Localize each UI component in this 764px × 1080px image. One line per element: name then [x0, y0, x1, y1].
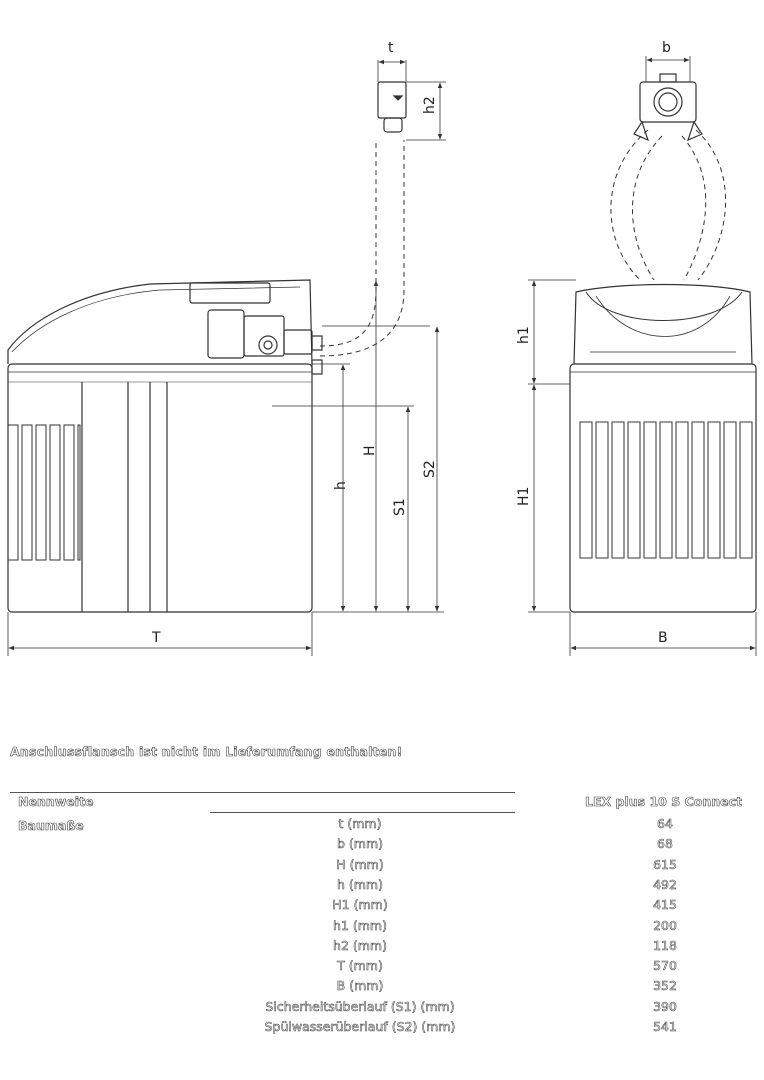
row-value: 541	[653, 1019, 677, 1035]
row-label: b (mm)	[336, 836, 384, 852]
row-value: 390	[653, 998, 677, 1014]
front-cabinet	[569, 363, 757, 613]
row-value: 352	[653, 978, 677, 994]
dim-label-B: B	[658, 630, 668, 646]
table-row: h (mm) 492	[0, 877, 764, 897]
row-label: H (mm)	[336, 856, 384, 872]
row-value: 615	[653, 856, 677, 872]
front-view	[569, 73, 757, 613]
dim-label-h: h	[333, 481, 349, 490]
side-flange	[377, 81, 407, 119]
row-label: h1 (mm)	[333, 917, 388, 933]
table-row: B (mm) 352	[0, 978, 764, 998]
table-row: Sicherheitsüberlauf (S1) (mm) 390	[0, 998, 764, 1019]
side-lid	[7, 279, 313, 365]
table-row: t (mm) 64	[0, 816, 764, 836]
dim-label-H: H	[362, 445, 378, 456]
header-product: LEX plus 10 S Connect	[585, 794, 743, 810]
header-rule	[10, 792, 515, 793]
row-label: t (mm)	[338, 816, 382, 832]
row-label: H1 (mm)	[332, 897, 388, 913]
row-label: T (mm)	[337, 958, 383, 974]
row-label: Sicherheitsüberlauf (S1) (mm)	[265, 998, 455, 1014]
row-value: 200	[653, 917, 677, 933]
table-row: H (mm) 615	[0, 856, 764, 877]
side-vents	[7, 424, 81, 561]
section-baumasse: Baumaße	[18, 818, 84, 834]
row-value: 118	[653, 937, 677, 954]
row-value: 570	[653, 958, 677, 974]
table-row: Spülwasserüberlauf (S2) (mm) 541	[0, 1019, 764, 1039]
header-rule-2	[210, 812, 515, 813]
front-dimensions	[528, 56, 757, 656]
front-lid	[573, 283, 753, 365]
side-dimensions	[7, 59, 446, 656]
side-cabinet	[7, 363, 313, 613]
table-row: H1 (mm) 415	[0, 897, 764, 917]
dim-label-S1: S1	[392, 498, 408, 516]
row-label: h (mm)	[336, 876, 384, 893]
spec-section-row: Baumaße	[0, 818, 764, 838]
dim-label-S2: S2	[422, 460, 438, 478]
dim-label-t: t	[388, 40, 394, 56]
dim-label-h2: h2	[422, 96, 438, 114]
row-label: h2 (mm)	[333, 937, 388, 954]
front-vents	[579, 421, 753, 559]
row-value: 492	[653, 876, 677, 893]
spec-header-row: Nennweite LEX plus 10 S Connect	[0, 794, 764, 814]
table-row: b (mm) 68	[0, 836, 764, 856]
technical-drawing: t b h2 h H S1 S2 h1 H1 T B	[7, 40, 757, 656]
table-row: T (mm) 570	[0, 958, 764, 978]
row-label: B (mm)	[336, 978, 384, 994]
row-value: 415	[653, 897, 677, 913]
side-view	[7, 81, 430, 613]
note-text: Anschlussflansch ist nicht im Lieferumfa…	[10, 744, 403, 760]
dim-label-b: b	[662, 40, 671, 56]
dim-label-h1: h1	[516, 326, 532, 344]
table-row: h2 (mm) 118	[0, 938, 764, 958]
header-nennweite: Nennweite	[18, 794, 94, 810]
row-value: 68	[657, 836, 673, 852]
row-value: 64	[657, 816, 673, 832]
table-row: h1 (mm) 200	[0, 917, 764, 938]
side-valve-head	[189, 282, 271, 304]
row-label: Spülwasserüberlauf (S2) (mm)	[264, 1019, 456, 1035]
dim-label-H1: H1	[516, 487, 532, 506]
dim-label-T: T	[151, 630, 161, 646]
